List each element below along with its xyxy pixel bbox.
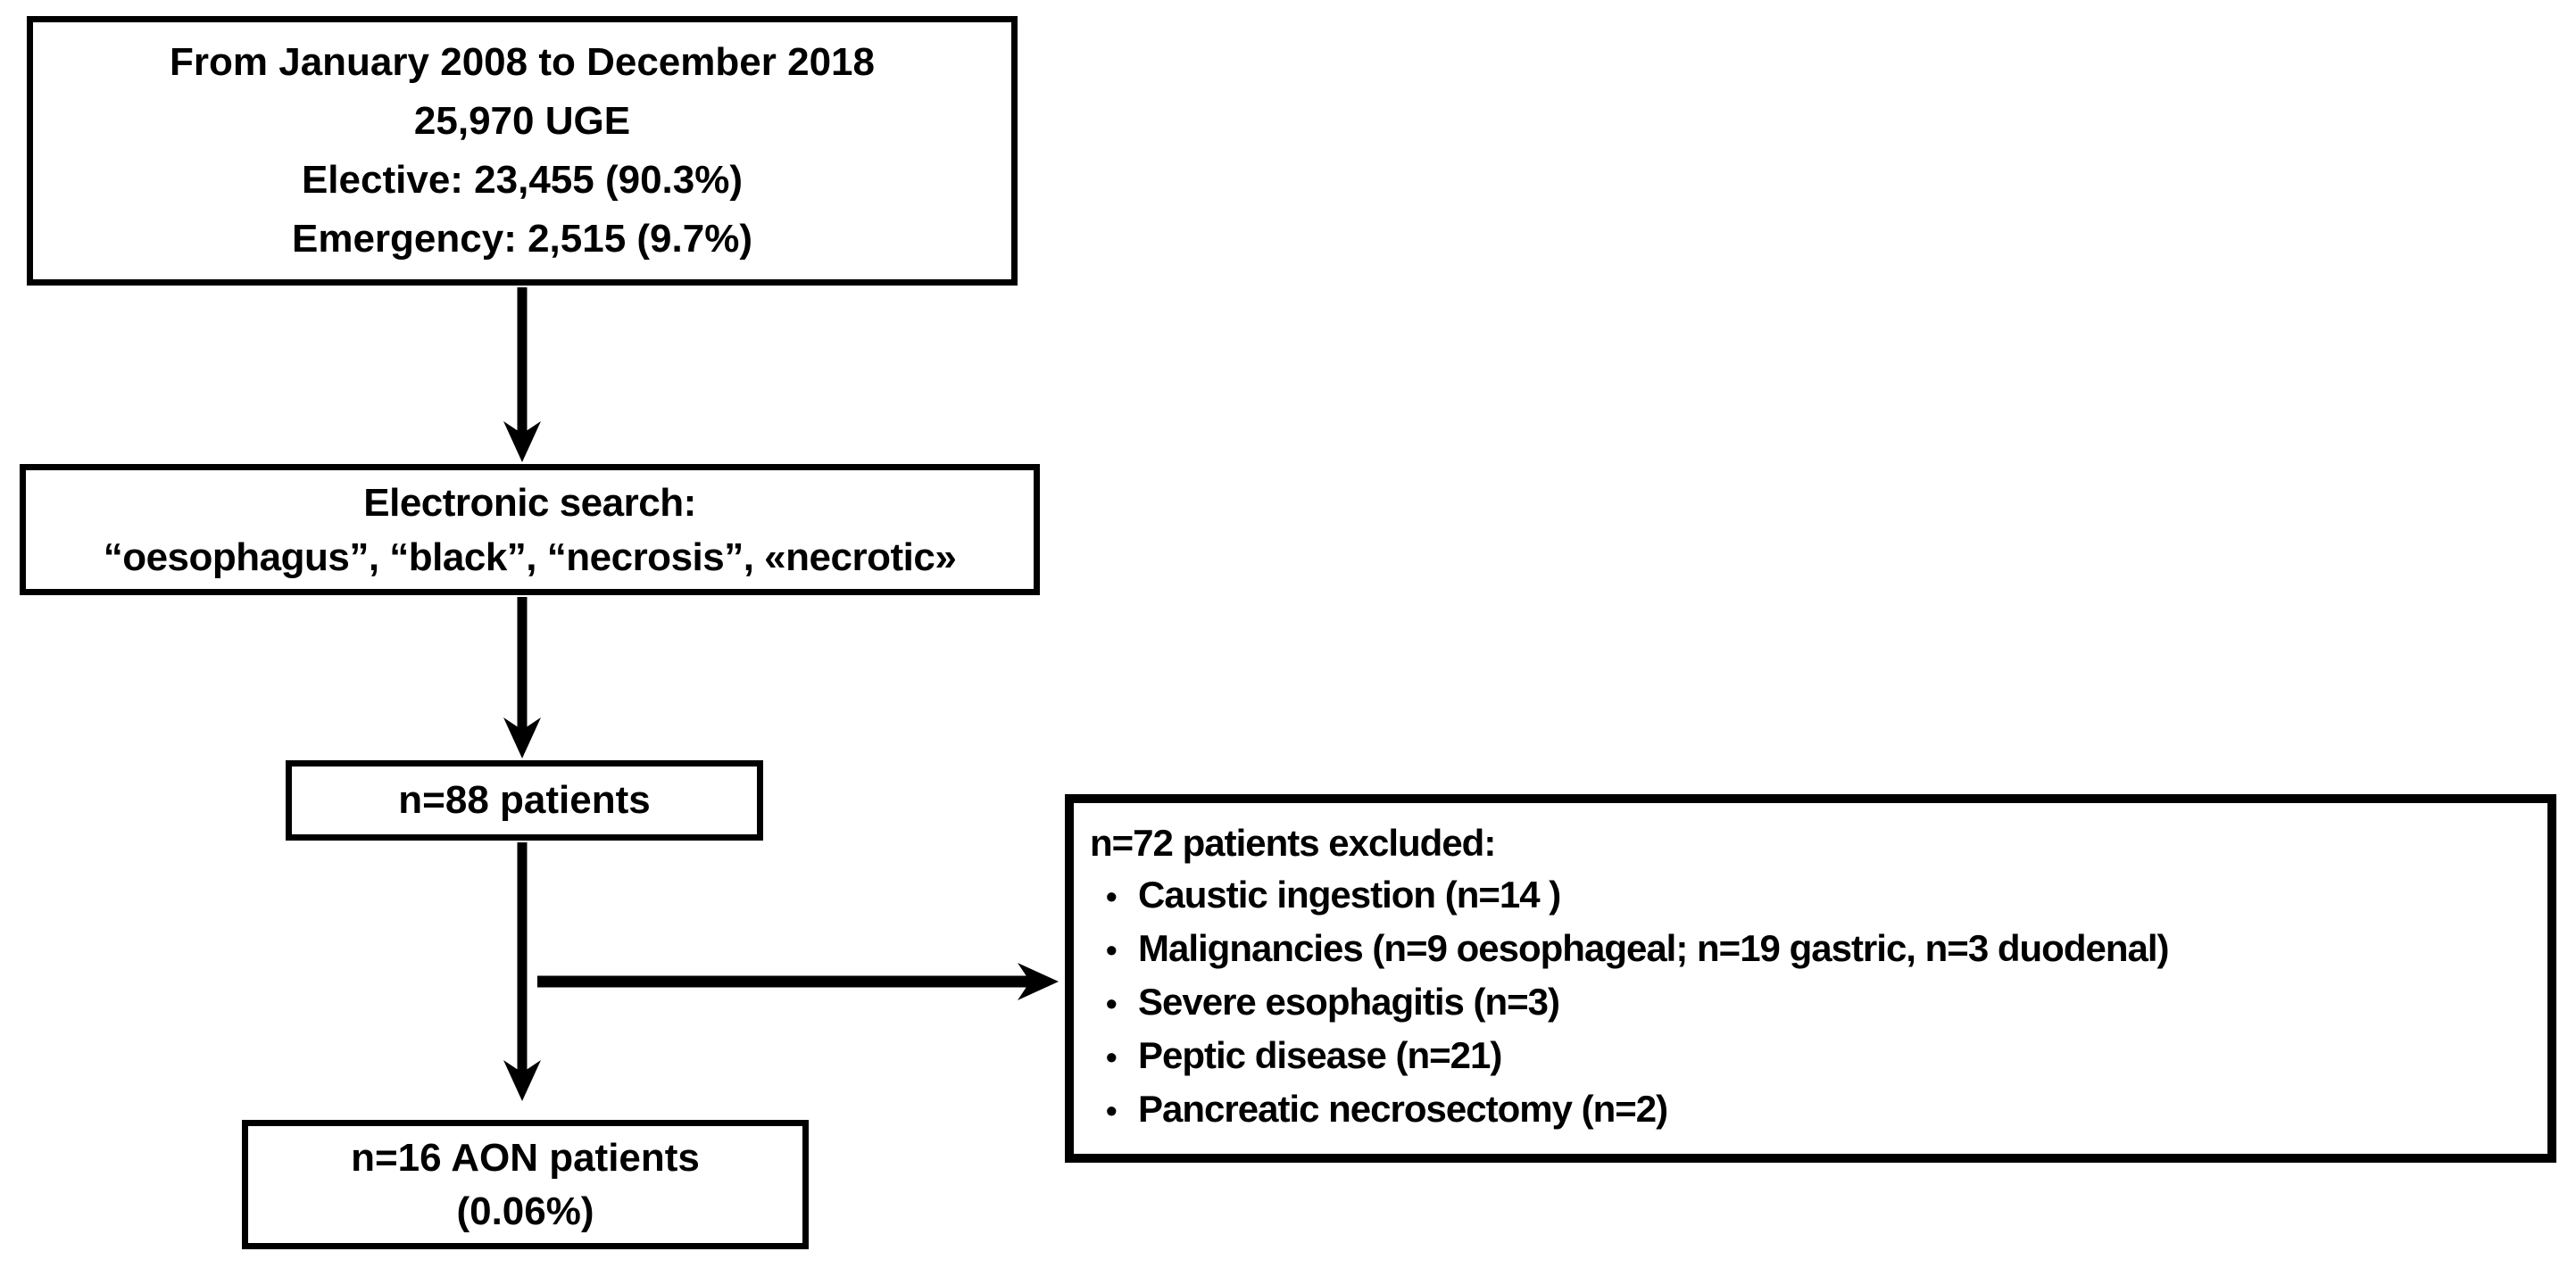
- box-excluded-patients: n=72 patients excluded: • Caustic ingest…: [1065, 794, 2556, 1163]
- period-line-total: 25,970 UGE: [413, 99, 631, 143]
- search-terms: “oesophagus”, “black”, “necrosis”, «necr…: [103, 535, 957, 579]
- search-title: Electronic search:: [363, 480, 696, 525]
- excluded-item-malignancies: • Malignancies (n=9 oesophageal; n=19 ga…: [1088, 923, 2539, 976]
- bullet-icon: •: [1106, 985, 1118, 1022]
- excluded-item-peptic: • Peptic disease (n=21): [1088, 1030, 2539, 1083]
- period-line-emergency: Emergency: 2,515 (9.7%): [291, 217, 753, 261]
- excluded-item-label: Severe esophagitis (n=3): [1138, 981, 1560, 1023]
- excluded-item-label: Malignancies (n=9 oesophageal; n=19 gast…: [1138, 927, 2170, 969]
- excluded-item-label: Caustic ingestion (n=14 ): [1138, 874, 1561, 916]
- excluded-item-label: Pancreatic necrosectomy (n=2): [1138, 1088, 1668, 1130]
- box-n88-patients: n=88 patients: [286, 760, 763, 841]
- period-line-elective: Elective: 23,455 (90.3%): [301, 158, 744, 202]
- bullet-icon: •: [1106, 1092, 1118, 1129]
- aon-label: n=16 AON patients: [351, 1135, 700, 1180]
- excluded-item-caustic: • Caustic ingestion (n=14 ): [1088, 869, 2539, 923]
- aon-percentage: (0.06%): [456, 1189, 594, 1233]
- n88-label: n=88 patients: [398, 778, 651, 822]
- arrow-search-to-patients: [503, 597, 541, 758]
- arrow-patients-to-aon: [503, 842, 541, 1101]
- box-electronic-search: Electronic search: “oesophagus”, “black”…: [20, 464, 1040, 595]
- box-uge-period: From January 2008 to December 2018 25,97…: [27, 16, 1018, 286]
- period-line-dates: From January 2008 to December 2018: [170, 40, 875, 84]
- excluded-item-esophagitis: • Severe esophagitis (n=3): [1088, 976, 2539, 1030]
- box-n16-aon-patients: n=16 AON patients (0.06%): [242, 1120, 809, 1249]
- bullet-icon: •: [1106, 878, 1118, 915]
- excluded-item-pancreatic: • Pancreatic necrosectomy (n=2): [1088, 1083, 2539, 1137]
- bullet-icon: •: [1106, 1039, 1118, 1075]
- excluded-header: n=72 patients excluded:: [1090, 822, 1496, 864]
- arrow-period-to-search: [503, 287, 541, 462]
- arrow-patients-to-excluded: [537, 963, 1059, 1000]
- excluded-item-label: Peptic disease (n=21): [1138, 1034, 1502, 1076]
- bullet-icon: •: [1106, 932, 1118, 968]
